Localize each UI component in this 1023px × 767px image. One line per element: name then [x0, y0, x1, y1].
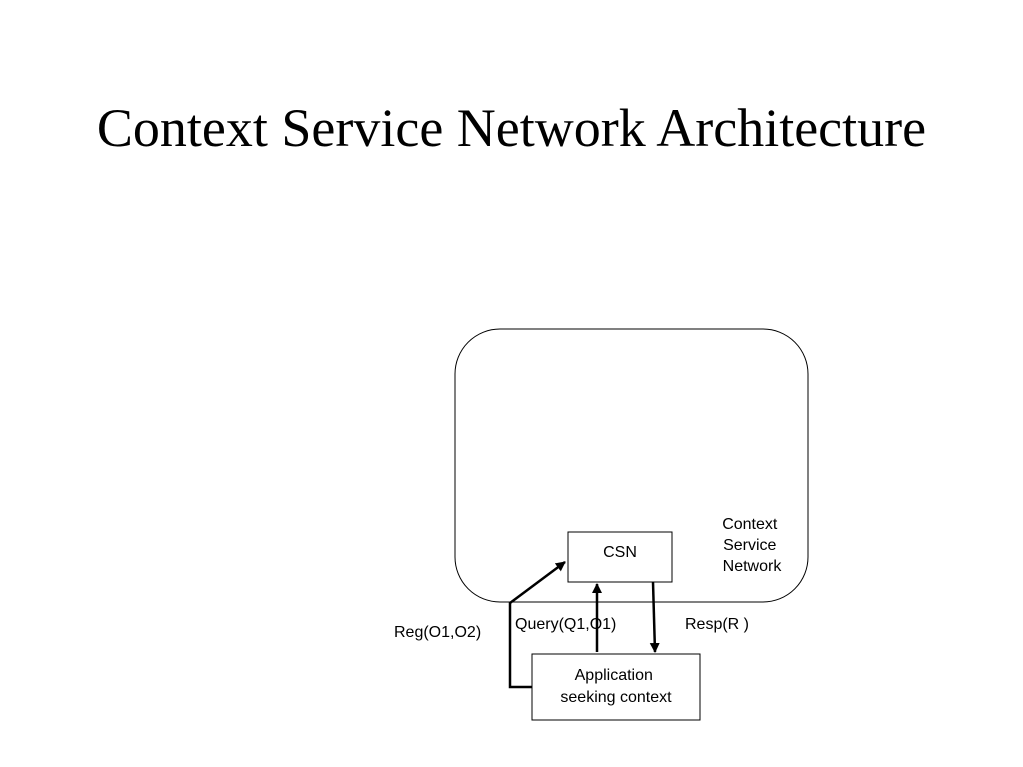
response-label: Resp(R ): [685, 616, 749, 633]
network-label: Context Service Network: [722, 516, 782, 575]
network-label-line: Service: [723, 537, 776, 554]
application-label: Application seeking context: [560, 667, 672, 706]
response-arrow: [649, 581, 660, 653]
network-label-line: Context: [722, 516, 778, 533]
register-label: Reg(O1,O2): [394, 624, 481, 641]
network-label-line: Network: [723, 558, 783, 575]
csn-node: [567, 531, 673, 583]
csn-label: CSN: [603, 544, 637, 561]
application-label-line: seeking context: [560, 689, 672, 706]
register-arrow: [508, 560, 566, 689]
application-node: [531, 653, 701, 721]
application-label-line: Application: [575, 667, 653, 684]
query-label: Query(Q1,O1): [515, 616, 616, 633]
context-service-network-boundary: [454, 328, 809, 603]
slide-title: Context Service Network Architecture: [96, 98, 927, 158]
